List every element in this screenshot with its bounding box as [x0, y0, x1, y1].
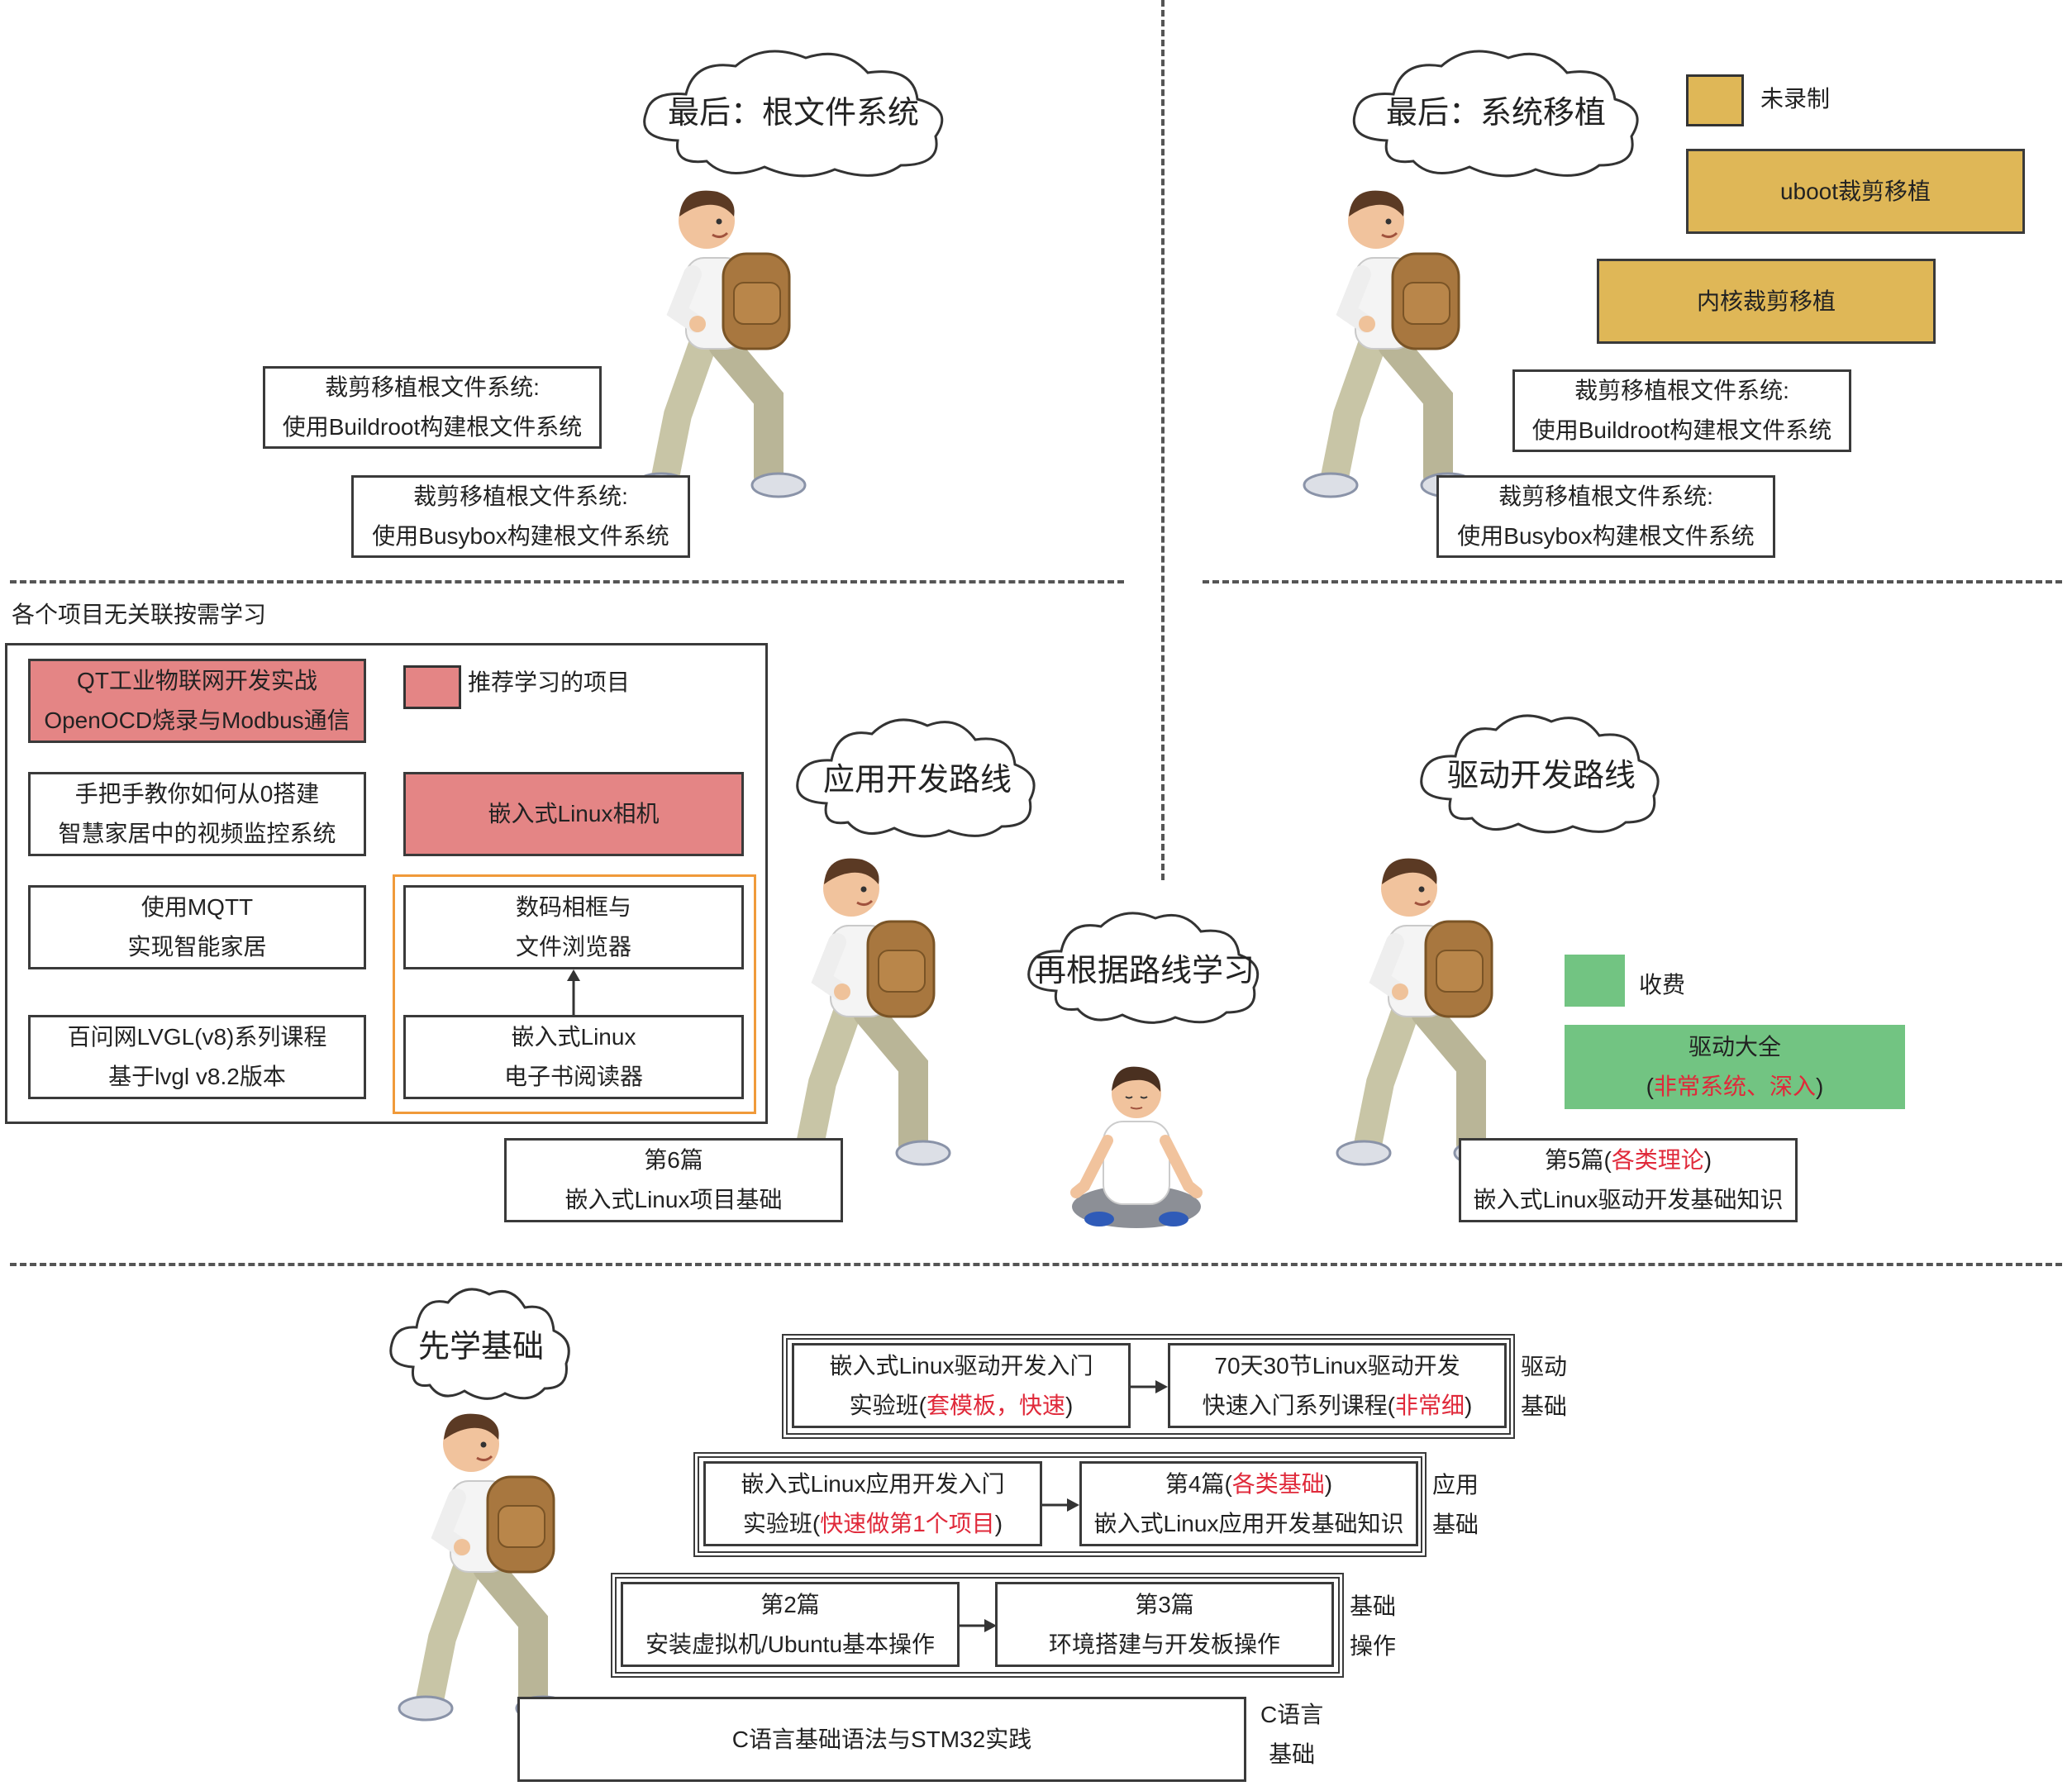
box-part5: 第5篇(各类理论) 嵌入式Linux驱动开发基础知识 — [1459, 1138, 1798, 1222]
row-app-basics — [693, 1452, 1427, 1557]
box-uboot: uboot裁剪移植 — [1686, 149, 2025, 234]
cloud-basics-first: 先学基础 — [382, 1281, 580, 1405]
cloud-system-port-text: 最后：系统移植 — [1385, 96, 1606, 131]
box-driver-intro: 嵌入式Linux驱动开发入门 实验班(套模板，快速) — [792, 1343, 1131, 1428]
cloud-follow-route: 再根据路线学习 — [1017, 905, 1273, 1029]
box-part6: 第6篇 嵌入式Linux项目基础 — [504, 1138, 843, 1222]
legend-paid-swatch — [1565, 955, 1625, 1007]
cloud-system-port: 最后：系统移植 — [1339, 41, 1653, 182]
cloud-app-route: 应用开发路线 — [785, 711, 1050, 843]
arrow-app-intro-to-part4 — [1042, 1498, 1079, 1512]
cloud-rootfs: 最后：根文件系统 — [628, 41, 959, 182]
divider-bottom — [10, 1263, 2062, 1266]
box-app-intro: 嵌入式Linux应用开发入门 实验班(快速做第1个项目) — [703, 1461, 1042, 1546]
row-basic-operation — [611, 1573, 1344, 1678]
box-ebook-reader: 嵌入式Linux 电子书阅读器 — [403, 1015, 744, 1099]
box-video-monitor: 手把手教你如何从0搭建 智慧家居中的视频监控系统 — [28, 772, 366, 856]
box-busybox-right: 裁剪移植根文件系统: 使用Busybox构建根文件系统 — [1436, 475, 1775, 558]
arrow-part2-to-part3 — [960, 1619, 997, 1632]
student-walking-top-left — [645, 192, 810, 506]
label-basic-operation: 基础 操作 — [1350, 1593, 1397, 1659]
arrow-driver-intro-to-70 — [1131, 1380, 1168, 1393]
cloud-rootfs-text: 最后：根文件系统 — [667, 96, 919, 131]
legend-recommended-swatch — [403, 665, 461, 709]
row-driver-basics — [782, 1334, 1515, 1439]
part4-highlight: 各类基础 — [1231, 1470, 1325, 1497]
cloud-driver-route-text: 驱动开发路线 — [1446, 759, 1636, 793]
legend-recommended-label: 推荐学习的项目 — [468, 669, 631, 695]
student-walking-bottom — [409, 1415, 574, 1729]
box-driver-70-days: 70天30节Linux驱动开发 快速入门系列课程(非常细) — [1168, 1343, 1507, 1428]
box-photo-frame: 数码相框与 文件浏览器 — [403, 885, 744, 969]
box-part2: 第2篇 安装虚拟机/Ubuntu基本操作 — [621, 1582, 960, 1667]
cloud-follow-route-text: 再根据路线学习 — [1034, 954, 1255, 988]
student-walking-middle-right — [1347, 860, 1512, 1174]
driver-intro-highlight: 套模板，快速 — [926, 1392, 1065, 1418]
box-lvgl: 百问网LVGL(v8)系列课程 基于lvgl v8.2版本 — [28, 1015, 366, 1099]
cloud-basics-first-text: 先学基础 — [417, 1330, 544, 1365]
legend-paid-label: 收费 — [1639, 972, 1686, 998]
box-qt-iot: QT工业物联网开发实战 OpenOCD烧录与Modbus通信 — [28, 659, 366, 743]
legend-not-recorded-label: 未录制 — [1760, 86, 1831, 112]
box-c-language: C语言基础语法与STM32实践 — [517, 1697, 1246, 1782]
label-driver-basics: 驱动 基础 — [1521, 1354, 1568, 1419]
cloud-app-route-text: 应用开发路线 — [822, 763, 1012, 798]
orange-group-frame — [393, 874, 756, 1114]
cloud-driver-route: 驱动开发路线 — [1409, 707, 1674, 839]
part5-highlight: 各类理论 — [1611, 1147, 1704, 1173]
student-meditating — [1074, 1045, 1198, 1252]
legend-not-recorded-swatch — [1686, 74, 1744, 126]
box-mqtt: 使用MQTT 实现智能家居 — [28, 885, 366, 969]
divider-top-left — [10, 580, 1124, 583]
box-buildroot-right: 裁剪移植根文件系统: 使用Buildroot构建根文件系统 — [1512, 369, 1851, 452]
box-kernel: 内核裁剪移植 — [1597, 259, 1936, 344]
box-driver-all: 驱动大全 (非常系统、深入) — [1565, 1025, 1905, 1109]
label-c-language: C语言 基础 — [1260, 1702, 1324, 1767]
student-walking-top-right — [1314, 192, 1479, 506]
box-busybox-left: 裁剪移植根文件系统: 使用Busybox构建根文件系统 — [351, 475, 690, 558]
box-buildroot-left: 裁剪移植根文件系统: 使用Buildroot构建根文件系统 — [263, 366, 602, 449]
section-label-projects: 各个项目无关联按需学习 — [12, 602, 267, 627]
box-linux-camera: 嵌入式Linux相机 — [403, 772, 744, 856]
app-intro-highlight: 快速做第1个项目 — [820, 1510, 995, 1536]
box-part4: 第4篇(各类基础) 嵌入式Linux应用开发基础知识 — [1079, 1461, 1418, 1546]
projects-container — [5, 643, 768, 1124]
divider-top-right — [1203, 580, 2062, 583]
driver-all-highlight: 非常系统、深入 — [1653, 1074, 1816, 1099]
box-part3: 第3篇 环境搭建与开发板操作 — [995, 1582, 1334, 1667]
student-walking-middle-left — [789, 860, 955, 1174]
label-app-basics: 应用 基础 — [1432, 1472, 1479, 1537]
arrow-ebook-to-photo-frame — [567, 969, 580, 1015]
driver-70-highlight: 非常细 — [1394, 1392, 1465, 1418]
vertical-divider-top — [1161, 0, 1165, 880]
